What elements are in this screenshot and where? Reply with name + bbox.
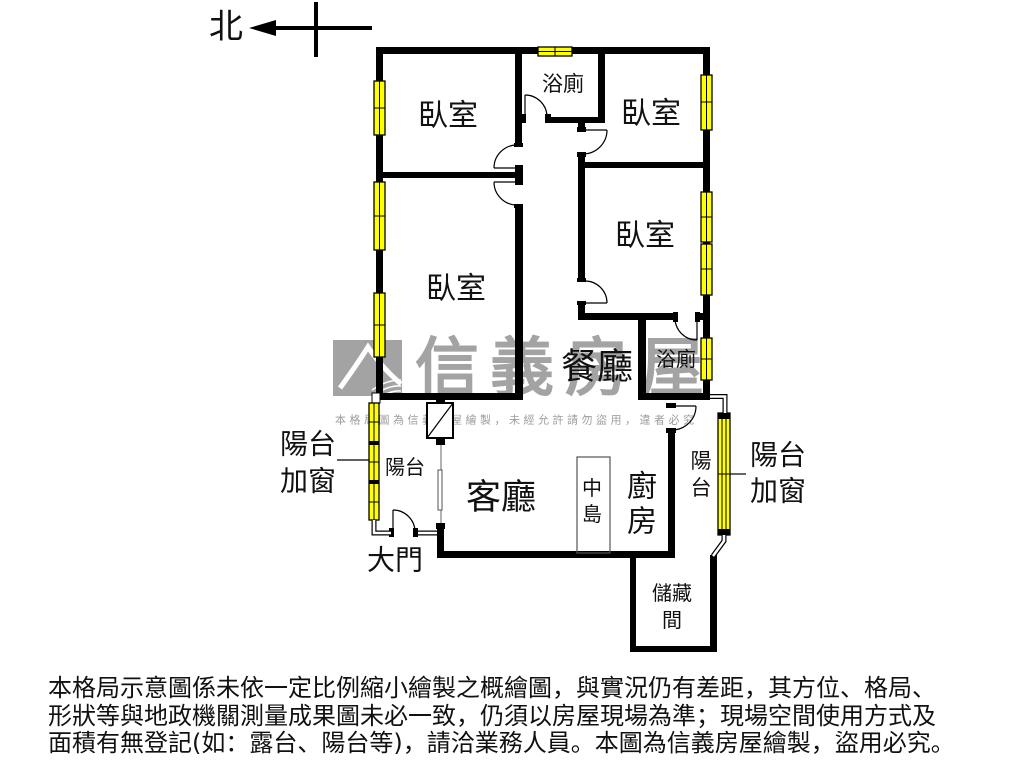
label-living-room: 客廳: [466, 478, 536, 518]
label-balcony-window-right-line1: 陽台: [750, 439, 806, 472]
watermark-notice: 本格局圖為信義房屋繪製，未經允許請勿盜用，違者必究: [335, 413, 698, 427]
wall-hall-left: [515, 205, 523, 400]
window-icon: [700, 74, 713, 131]
brand-logo-icon: [333, 340, 403, 398]
wall-bedroom4-bottom: [578, 313, 675, 320]
label-bedroom-middle-right: 臥室: [615, 219, 675, 254]
wall-storage-bottom: [630, 646, 717, 652]
wall-hall-pier: [515, 165, 523, 185]
wall-bedroom2-bottom: [578, 162, 710, 168]
disclaimer-line: 本格局示意圖係未依一定比例縮小繪製之概繪圖，與實況仍有差距，其方位、格局、: [48, 674, 936, 702]
disclaimer-line: 面積有無登記(如：露台、陽台等)，請洽業務人員。本圖為信義房屋繪製，盜用必究。: [48, 729, 955, 757]
wall-hall-right: [578, 154, 585, 280]
label-storage-line1: 儲藏: [652, 581, 692, 605]
fixtures: [426, 402, 611, 554]
wall-storage-left: [630, 553, 636, 652]
door-jambs: [389, 114, 700, 537]
label-island-line1: 中: [582, 476, 602, 500]
door-swing-icon: [524, 94, 548, 118]
door-swing-icon: [493, 144, 518, 169]
label-kitchen-line1: 廚: [627, 470, 657, 505]
window-icon: [700, 243, 713, 296]
label-bedroom-top-left: 臥室: [418, 99, 478, 134]
balcony-railings: [371, 394, 728, 558]
balcony-window-left-icon: [368, 392, 381, 521]
wall-kitchen-right: [668, 430, 675, 558]
label-balcony-right-line2: 台: [691, 476, 712, 500]
window-icon: [373, 181, 386, 251]
label-storage-line2: 間: [662, 608, 682, 632]
balcony-window-right-icon: [717, 412, 731, 536]
wall-smallbath-left: [638, 313, 646, 399]
label-balcony-window-left-line1: 陽台: [280, 428, 336, 461]
north-label: 北: [209, 7, 243, 47]
label-balcony-right-line1: 陽: [691, 449, 712, 473]
door-swing-icon: [582, 129, 608, 155]
window-icon: [373, 292, 386, 358]
wall-smallbath-top-right: [697, 313, 710, 320]
wall-smallbath-bottom: [638, 393, 710, 400]
north-compass: 北: [209, 2, 372, 57]
door-swing-icon: [493, 181, 518, 206]
label-island-line2: 島: [582, 502, 602, 526]
wall-hall-right-lower: [578, 303, 585, 320]
window-icon: [373, 80, 386, 136]
label-bedroom-top-right: 臥室: [621, 97, 681, 132]
wall-storage-right: [710, 555, 717, 652]
label-bathroom-small: 浴廁: [656, 347, 696, 371]
wall-bath-bottom: [548, 117, 605, 123]
wall-living-bottom: [437, 551, 675, 558]
sliding-door-icon: [437, 445, 443, 523]
wall-bedroom1-bottom: [376, 172, 523, 178]
room-labels: 臥室 浴廁 臥室 臥室 臥室 餐廳 浴廁 陽台 加窗 陽台 客廳 中 島 廚 房…: [280, 72, 806, 632]
window-icon: [700, 191, 713, 243]
window-icon: [700, 337, 713, 381]
wall-bedroom3-bottom: [376, 393, 523, 400]
label-kitchen-line2: 房: [627, 505, 657, 540]
label-balcony-window-right-line2: 加窗: [750, 475, 806, 508]
doors: [392, 94, 698, 533]
label-bathroom-top: 浴廁: [542, 72, 584, 96]
door-swing-icon: [671, 405, 697, 431]
wall-living-left: [437, 527, 444, 558]
main-door-swing-icon: [392, 509, 416, 533]
label-main-door: 大門: [367, 544, 423, 577]
window-icon: [537, 46, 573, 57]
wall-bath-left: [515, 47, 522, 145]
kitchen-island-outline: [576, 456, 611, 554]
label-bedroom-left: 臥室: [426, 272, 486, 307]
disclaimer-line: 形狀等與地政機關測量成果圖未必一致，仍須以房屋現場為準；現場空間使用方式及: [48, 701, 936, 730]
label-balcony-left: 陽台: [385, 455, 425, 479]
ac-unit-icon: [426, 402, 454, 439]
label-balcony-window-left-line2: 加窗: [280, 465, 336, 498]
disclaimer: 本格局示意圖係未依一定比例縮小繪製之概繪圖，與實況仍有差距，其方位、格局、 形狀…: [48, 674, 955, 758]
wall-bath-right: [598, 47, 605, 123]
door-swing-icon: [674, 317, 698, 341]
door-swing-icon: [584, 280, 608, 304]
north-arrow-icon: [249, 2, 372, 57]
label-dining-room: 餐廳: [561, 347, 633, 388]
